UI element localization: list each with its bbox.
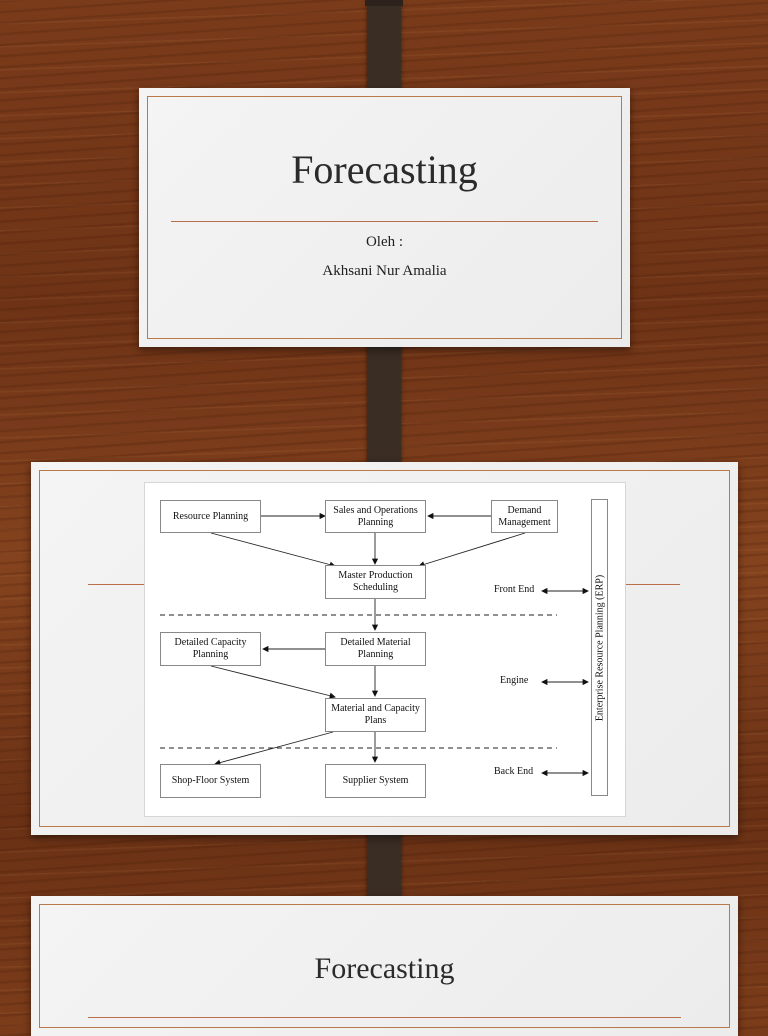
title-slide[interactable]: Forecasting Oleh : Akhsani Nur Amalia — [139, 88, 630, 347]
author-name: Akhsani Nur Amalia — [322, 263, 447, 279]
slide-frame — [147, 96, 622, 339]
detailed-material-planning-box: Detailed Material Planning — [325, 632, 426, 666]
title-slide-2[interactable]: Forecasting — [31, 896, 738, 1036]
author-label: Oleh : — [365, 234, 404, 250]
slide-frame — [39, 470, 730, 827]
diagram-connectors — [160, 512, 589, 777]
master-production-scheduling-box: Master Production Scheduling — [325, 565, 426, 599]
supplier-system-box: Supplier System — [325, 764, 426, 798]
slide-title: Forecasting — [314, 952, 455, 985]
erp-diagram: Resource Planning Sales and Operations P… — [144, 482, 626, 817]
back-end-label: Back End — [494, 766, 534, 777]
hanging-strap-middle — [365, 328, 403, 480]
diagram-slide[interactable]: Resource Planning Sales and Operations P… — [31, 462, 738, 835]
detailed-capacity-planning-box: Detailed Capacity Planning — [160, 632, 261, 666]
title-divider — [171, 221, 598, 222]
demand-management-box: Demand Management — [491, 500, 558, 533]
title-divider — [88, 1017, 681, 1018]
resource-planning-box: Resource Planning — [160, 500, 261, 533]
erp-label: Enterprise Resource Planning (ERP) — [594, 574, 605, 721]
slide-divider-left — [88, 584, 148, 585]
slide-title: Forecasting — [291, 147, 478, 192]
shop-floor-system-box: Shop-Floor System — [160, 764, 261, 798]
erp-bar: Enterprise Resource Planning (ERP) — [591, 499, 608, 796]
engine-label: Engine — [500, 675, 529, 686]
sales-operations-planning-box: Sales and Operations Planning — [325, 500, 426, 533]
front-end-label: Front End — [494, 584, 535, 595]
slide-divider-right — [623, 584, 680, 585]
material-capacity-plans-box: Material and Capacity Plans — [325, 698, 426, 732]
